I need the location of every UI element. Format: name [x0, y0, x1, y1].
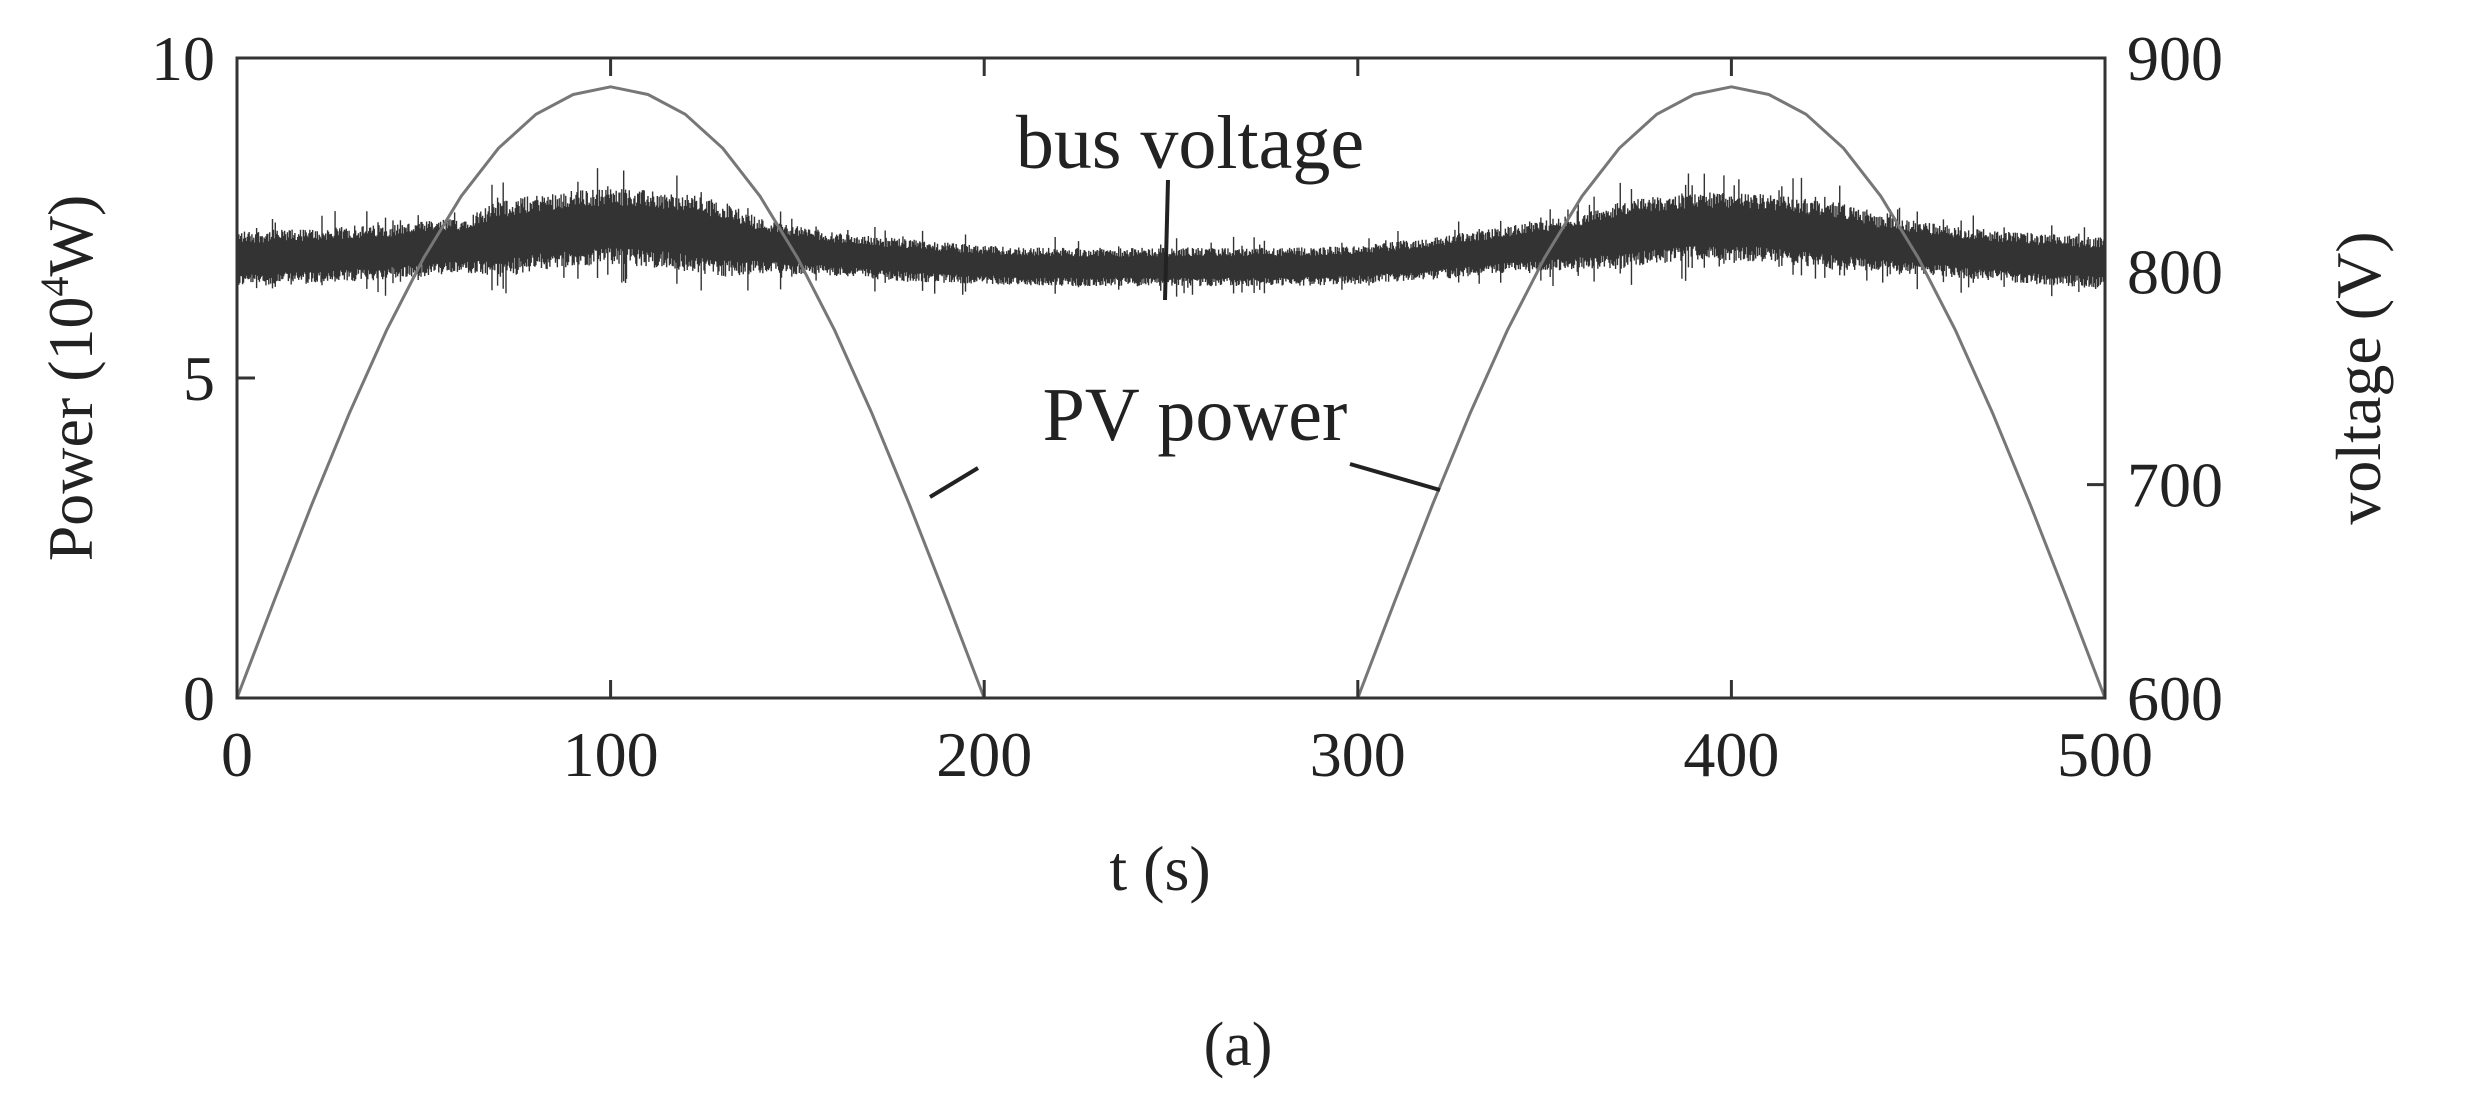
y-left-axis-label: Power (104W) — [32, 195, 106, 562]
y-left-axis-label-superscript: 4 — [32, 276, 77, 296]
pv-power-annotation: PV power — [1043, 373, 1348, 457]
bus-voltage-annotation: bus voltage — [1016, 101, 1364, 185]
x-tick-label: 200 — [936, 719, 1032, 790]
y-left-tick-label: 5 — [183, 343, 215, 414]
x-axis-label: t (s) — [1109, 833, 1210, 904]
x-tick-label: 500 — [2057, 719, 2153, 790]
x-tick-label: 400 — [1683, 719, 1779, 790]
figure-caption: (a) — [1204, 1011, 1273, 1079]
x-tick-label: 300 — [1310, 719, 1406, 790]
ticks-layer: 0 100 200 300 400 500 0 5 10 600 700 800 900 — [151, 23, 2223, 790]
y-left-tick-label: 10 — [151, 23, 215, 94]
y-right-tick-label: 900 — [2127, 23, 2223, 94]
series-bus-voltage — [236, 168, 2106, 297]
x-tick-label: 100 — [563, 719, 659, 790]
pv-power-annotation-pointer-left — [928, 466, 980, 499]
y-right-tick-label: 800 — [2127, 236, 2223, 307]
y-right-tick-label: 600 — [2127, 663, 2223, 734]
y-left-axis-label-tail: W) — [35, 195, 106, 277]
y-left-tick-label: 0 — [183, 663, 215, 734]
x-tick-label: 0 — [221, 719, 253, 790]
y-left-axis-label-main: Power (10 — [35, 296, 106, 561]
bus-voltage-annotation-pointer — [1163, 179, 1170, 301]
y-right-axis-label: voltage (V) — [2323, 231, 2394, 524]
pv-power-annotation-pointer-right — [1349, 462, 1441, 492]
y-right-tick-label: 700 — [2127, 450, 2223, 521]
